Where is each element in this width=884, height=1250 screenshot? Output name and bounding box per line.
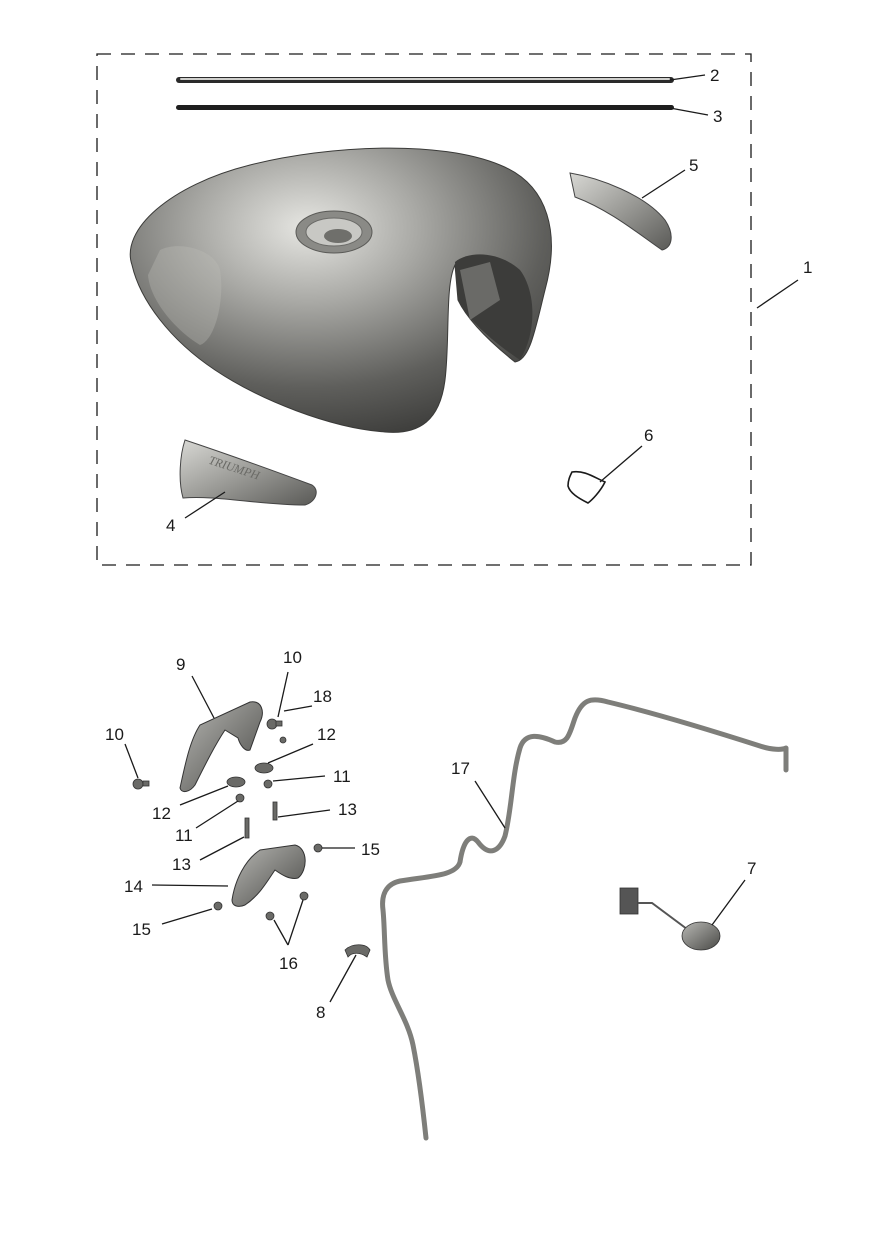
- bracket-14: [231, 844, 306, 907]
- callout-15-right: 15: [361, 840, 380, 859]
- callout-10-left: 10: [105, 725, 124, 744]
- callout-11-right: 11: [333, 767, 351, 786]
- callout-6: 6: [644, 426, 653, 445]
- callout-9: 9: [176, 655, 185, 674]
- callout-7: 7: [747, 859, 756, 878]
- callout-18: 18: [313, 687, 332, 706]
- callout-13-left: 13: [172, 855, 191, 874]
- callout-17: 17: [451, 759, 470, 778]
- callout-labels: 1 2 3 4 5 6 7 8 9 10 10 11 11 12 12 13 1…: [105, 66, 812, 1022]
- fasteners: [132, 718, 323, 921]
- callout-16: 16: [279, 954, 298, 973]
- callout-1: 1: [803, 258, 812, 277]
- callout-10-top: 10: [283, 648, 302, 667]
- knee-pad-5: [569, 172, 672, 251]
- callout-12-right: 12: [317, 725, 336, 744]
- bracket-9: [179, 701, 263, 793]
- callout-12-left: 12: [152, 804, 171, 823]
- leader-lines: [124, 74, 799, 1003]
- callout-8: 8: [316, 1003, 325, 1022]
- callout-15-left: 15: [132, 920, 151, 939]
- trim-strip-2: [176, 77, 674, 83]
- callout-11-left: 11: [175, 826, 193, 845]
- callout-13-right: 13: [338, 800, 357, 819]
- knee-pad-4: TRIUMPH: [179, 439, 317, 506]
- breather-pipe-17: [380, 697, 789, 1141]
- callout-3: 3: [713, 107, 722, 126]
- kit-boundary: [96, 53, 752, 566]
- float-sender-7: [619, 887, 721, 951]
- callout-5: 5: [689, 156, 698, 175]
- clip-8: [344, 944, 371, 958]
- callout-2: 2: [710, 66, 719, 85]
- decal-6: [567, 470, 607, 504]
- callout-14: 14: [124, 877, 143, 896]
- callout-4: 4: [166, 516, 175, 535]
- fuel-tank: [129, 147, 552, 433]
- trim-strip-3: [176, 105, 674, 110]
